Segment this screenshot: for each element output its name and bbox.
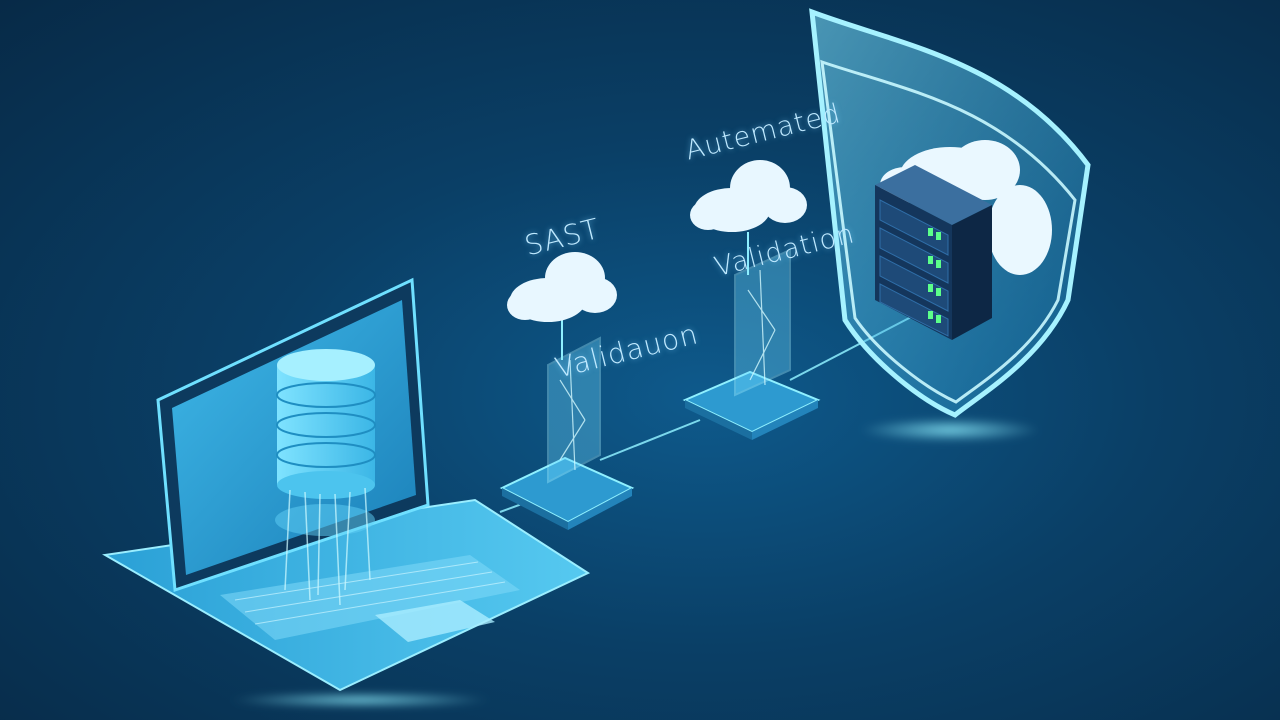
automated-station bbox=[682, 160, 821, 440]
automated-label-line2: Validation bbox=[711, 218, 858, 284]
automated-label-line1: Autemated bbox=[682, 98, 845, 167]
keyboard-keys bbox=[234, 561, 506, 625]
server-slots bbox=[879, 199, 949, 337]
sast-station bbox=[499, 252, 635, 530]
sast-label-line1: SAST bbox=[521, 211, 604, 263]
server-rack-icon bbox=[875, 165, 992, 340]
cloud-icon bbox=[690, 160, 807, 232]
sast-label-line2: Validauon bbox=[551, 317, 702, 385]
server-leds bbox=[928, 228, 941, 323]
cloud-icon bbox=[507, 252, 617, 322]
database-icon bbox=[275, 349, 376, 606]
glass-panel-icon bbox=[734, 248, 791, 397]
glass-panel-icon bbox=[547, 336, 601, 484]
